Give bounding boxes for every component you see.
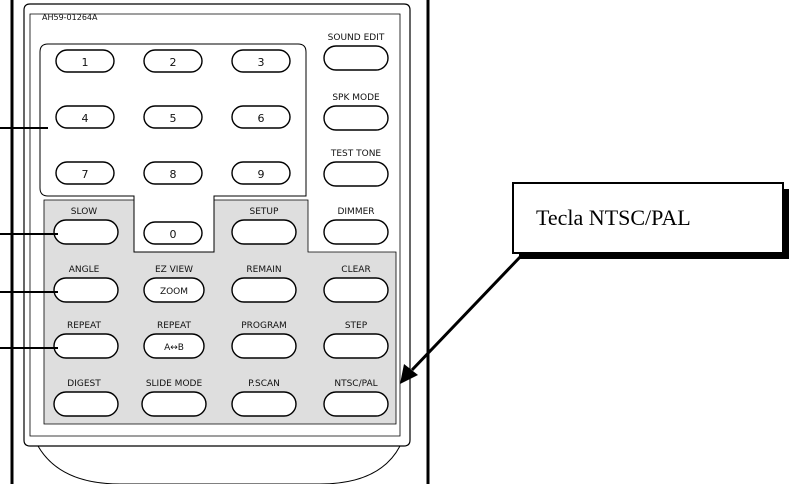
- step-label: STEP: [345, 321, 368, 331]
- key-0[interactable]: 0: [143, 221, 203, 245]
- slow-button[interactable]: [53, 219, 119, 245]
- digest-button[interactable]: [53, 391, 119, 417]
- callout-text: Tecla NTSC/PAL: [536, 205, 691, 230]
- key-1[interactable]: 1: [55, 49, 115, 73]
- key-7-label: 7: [82, 168, 89, 181]
- repeat-ab-button[interactable]: A↔B: [143, 333, 205, 359]
- key-2-label: 2: [170, 56, 177, 69]
- angle-button[interactable]: [53, 277, 119, 303]
- number-pad-frame: [39, 43, 307, 253]
- dimmer-button[interactable]: [323, 219, 389, 245]
- test-tone-label: TEST TONE: [330, 149, 382, 159]
- callout-arrow-line: [410, 253, 524, 372]
- callout-arrow-head: [400, 364, 418, 384]
- repeat-button[interactable]: [53, 333, 119, 359]
- dimmer-label: DIMMER: [337, 207, 374, 217]
- ezview-label: EZ VIEW: [155, 265, 193, 275]
- pscan-button[interactable]: [231, 391, 297, 417]
- key-9[interactable]: 9: [231, 161, 291, 185]
- remote-inner-border: [29, 13, 401, 437]
- sound-edit-button[interactable]: [323, 45, 389, 71]
- slide-mode-label: SLIDE MODE: [146, 379, 203, 389]
- callout-box: [512, 182, 784, 254]
- repeat-ab-label: REPEAT: [157, 321, 192, 331]
- digest-label: DIGEST: [67, 379, 101, 389]
- pscan-label: P.SCAN: [248, 379, 280, 389]
- key-3-label: 3: [258, 56, 265, 69]
- remain-label: REMAIN: [246, 265, 281, 275]
- angle-label: ANGLE: [69, 265, 100, 275]
- ab-label: A↔B: [164, 343, 184, 353]
- key-9-label: 9: [258, 168, 265, 181]
- key-1-label: 1: [82, 56, 89, 69]
- spk-mode-label: SPK MODE: [332, 93, 380, 103]
- slow-label: SLOW: [71, 207, 97, 217]
- key-4-label: 4: [82, 112, 89, 125]
- program-label: PROGRAM: [241, 321, 287, 331]
- remain-button[interactable]: [231, 277, 297, 303]
- repeat-label: REPEAT: [67, 321, 102, 331]
- key-7[interactable]: 7: [55, 161, 115, 185]
- key-4[interactable]: 4: [55, 105, 115, 129]
- setup-button[interactable]: [231, 219, 297, 245]
- key-2[interactable]: 2: [143, 49, 203, 73]
- spk-mode-button[interactable]: [323, 105, 389, 131]
- ntsc-pal-button[interactable]: [323, 391, 389, 417]
- test-tone-button[interactable]: [323, 161, 389, 187]
- remote-bottom-curve: [37, 445, 401, 484]
- sound-edit-label: SOUND EDIT: [328, 33, 385, 43]
- key-5[interactable]: 5: [143, 105, 203, 129]
- ntsc-pal-label: NTSC/PAL: [334, 379, 377, 389]
- key-0-label: 0: [170, 228, 177, 241]
- zoom-label: ZOOM: [160, 287, 188, 297]
- zoom-button[interactable]: ZOOM: [143, 277, 205, 303]
- step-button[interactable]: [323, 333, 389, 359]
- setup-label: SETUP: [250, 207, 279, 217]
- key-6-label: 6: [258, 112, 265, 125]
- key-5-label: 5: [170, 112, 177, 125]
- key-6[interactable]: 6: [231, 105, 291, 129]
- program-button[interactable]: [231, 333, 297, 359]
- model-label: AH59-01264A: [42, 13, 98, 22]
- clear-label: CLEAR: [341, 265, 370, 275]
- clear-button[interactable]: [323, 277, 389, 303]
- key-8[interactable]: 8: [143, 161, 203, 185]
- key-8-label: 8: [170, 168, 177, 181]
- key-3[interactable]: 3: [231, 49, 291, 73]
- slide-mode-button[interactable]: [141, 391, 207, 417]
